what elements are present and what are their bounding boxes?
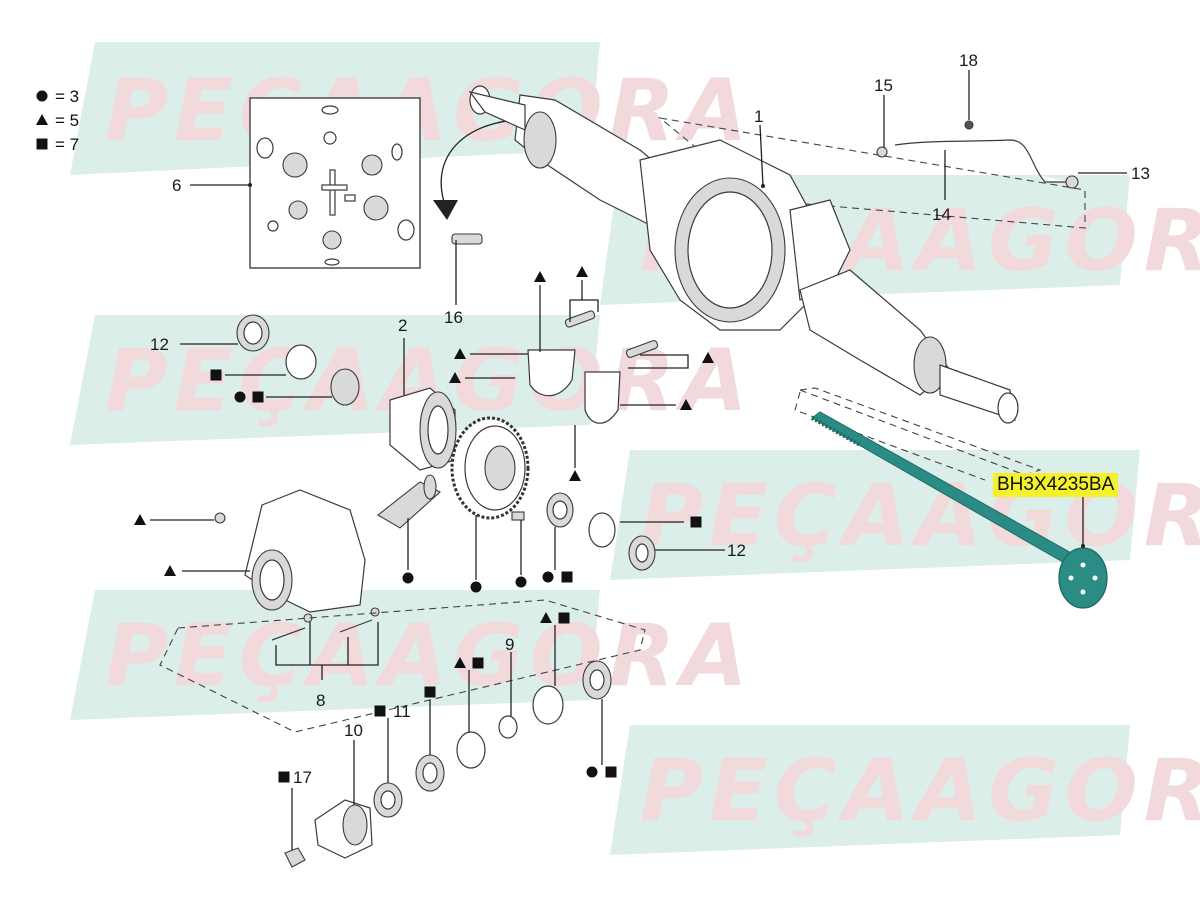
square-symbol-icon (36, 138, 48, 150)
callout-6: 6 (172, 176, 181, 195)
callout-17: 17 (293, 768, 312, 787)
callout-14: 14 (932, 205, 951, 224)
axle-shaft[interactable] (794, 387, 1108, 609)
callout-15: 15 (874, 76, 893, 95)
callout-2: 2 (398, 316, 407, 335)
legend-circle-text: = 3 (55, 87, 79, 106)
watermark-text: PEÇAAGORA (640, 741, 1200, 841)
callout-18: 18 (959, 51, 978, 70)
callout-13: 13 (1131, 164, 1150, 183)
breather-tube-assembly: 15 18 13 14 (874, 51, 1150, 224)
part-16: 16 (444, 233, 483, 327)
callout-12: 12 (727, 541, 746, 560)
legend-triangle-text: = 5 (55, 111, 79, 130)
callout-16: 16 (444, 308, 463, 327)
pinion-gear (377, 474, 441, 584)
bearing-caps (449, 266, 714, 481)
watermark-text: PEÇAAGORA (105, 61, 753, 161)
legend: = 3 = 5 = 7 (36, 87, 79, 154)
part-number-label[interactable]: BH3X4235BA (993, 473, 1119, 497)
triangle-symbol-icon (36, 114, 48, 125)
callout-1: 1 (754, 107, 763, 126)
carrier-housing: 8 (134, 489, 380, 710)
diff-kit-panel: 6 (172, 97, 421, 269)
ring-gear (450, 416, 530, 593)
legend-square-text: = 7 (55, 135, 79, 154)
side-bearings: 12 (542, 492, 746, 583)
callout-10: 10 (344, 721, 363, 740)
circle-symbol-icon (36, 90, 48, 102)
callout-9: 9 (505, 635, 514, 654)
part-12-left: 12 (150, 314, 360, 406)
callout-12: 12 (150, 335, 169, 354)
diff-case: 2 (389, 316, 457, 471)
callout-8: 8 (316, 691, 325, 710)
pinion-stack: 9 11 10 17 (278, 612, 617, 868)
axle-housing: 1 (468, 85, 1086, 424)
callout-11: 11 (393, 702, 411, 721)
